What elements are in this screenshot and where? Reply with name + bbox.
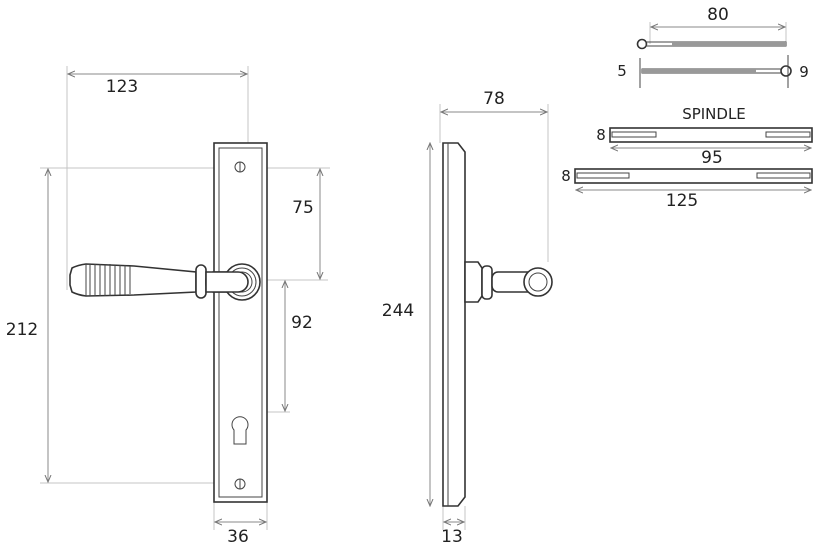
- lever-handle: [69, 263, 261, 301]
- dim-212-label: 212: [6, 320, 38, 340]
- dim-36-label: 36: [227, 527, 249, 547]
- spindle-long-length: 125: [666, 191, 698, 211]
- dim-75-label: 75: [292, 198, 314, 218]
- dim-78-label: 78: [483, 89, 505, 109]
- side-view: 78 244 13: [382, 89, 553, 547]
- dim-244-label: 244: [382, 301, 414, 321]
- euro-keyhole: [231, 416, 249, 445]
- spindles: SPINDLE 8 95 8 125: [561, 105, 813, 211]
- spindle-short-size: 8: [596, 126, 606, 144]
- dim-9-label: 9: [799, 63, 809, 81]
- spindle-long-size: 8: [561, 167, 571, 185]
- spindle-short-length: 95: [701, 148, 723, 168]
- spindle-short: [609, 127, 813, 143]
- backplate: [213, 142, 268, 503]
- dim-80-label: 80: [707, 5, 729, 25]
- lever-end: [523, 267, 553, 297]
- spindle-title: SPINDLE: [682, 105, 746, 123]
- backplate-side: [442, 142, 466, 507]
- spindle-long: [574, 168, 813, 184]
- front-view: 123 212 75 92 36: [6, 66, 330, 547]
- dim-92-label: 92: [291, 313, 313, 333]
- fixing-screws: 80 5 9: [617, 5, 809, 88]
- dim-123-label: 123: [106, 77, 138, 97]
- dim-13-label: 13: [441, 527, 463, 547]
- dim-5-label: 5: [617, 62, 627, 80]
